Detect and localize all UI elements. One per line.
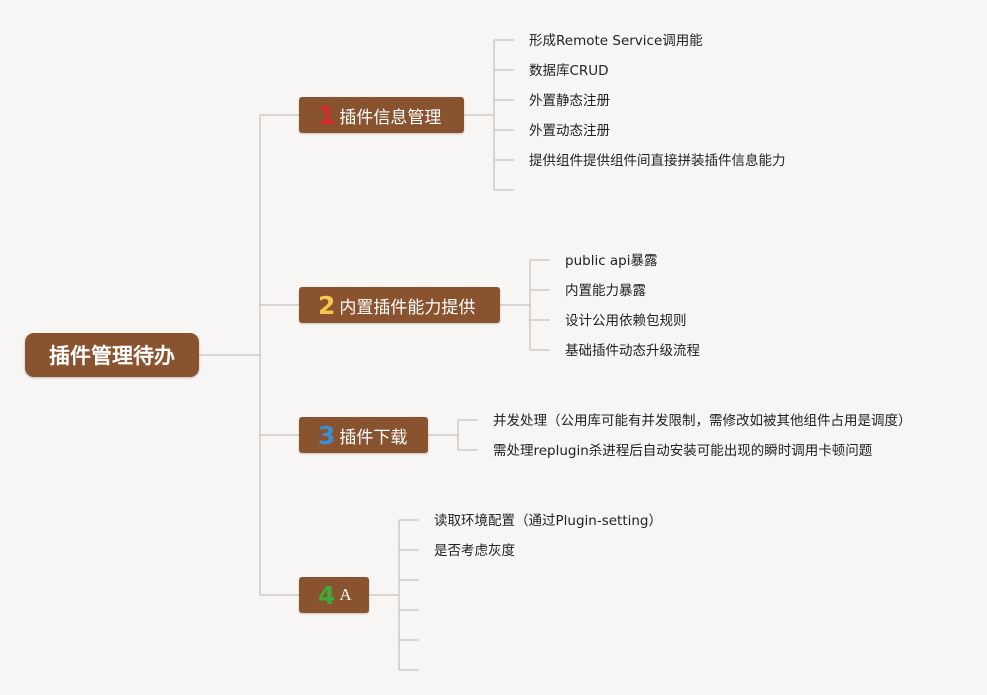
leaf-1-4[interactable]: 外置动态注册	[529, 123, 610, 139]
branch-label-4: A	[339, 585, 352, 604]
branch-number-2: 2	[318, 290, 336, 320]
branch-node-1[interactable]: 1 插件信息管理	[299, 97, 464, 133]
leaf-3-1[interactable]: 并发处理（公用库可能有并发限制，需修改如被其他组件占用是调度）	[493, 413, 912, 429]
leaf-1-3[interactable]: 外置静态注册	[529, 93, 610, 109]
leaf-1-5[interactable]: 提供组件提供组件间直接拼装插件信息能力	[529, 153, 786, 169]
leaf-3-2[interactable]: 需处理replugin杀进程后自动安装可能出现的瞬时调用卡顿问题	[493, 443, 873, 459]
leaf-2-1[interactable]: public api暴露	[565, 253, 658, 269]
branch-label-2: 内置插件能力提供	[339, 297, 476, 318]
branch-number-3: 3	[318, 420, 336, 450]
leaf-2-3[interactable]: 设计公用依赖包规则	[565, 313, 687, 329]
leaf-2-4[interactable]: 基础插件动态升级流程	[565, 343, 700, 359]
branch-label-1: 插件信息管理	[339, 107, 442, 128]
root-node-label: 插件管理待办	[49, 344, 175, 368]
branch-node-2[interactable]: 2 内置插件能力提供	[299, 287, 500, 323]
branch-label-3: 插件下载	[339, 427, 408, 448]
leaf-4-2[interactable]: 是否考虑灰度	[434, 543, 515, 559]
branch-number-4: 4	[318, 580, 336, 610]
leaf-1-1[interactable]: 形成Remote Service调用能	[529, 33, 703, 49]
leaf-1-2[interactable]: 数据库CRUD	[529, 63, 609, 79]
leaf-2-2[interactable]: 内置能力暴露	[565, 283, 646, 299]
branch-number-1: 1	[318, 100, 336, 130]
branch-node-4[interactable]: 4 A	[299, 577, 369, 613]
branch-node-3[interactable]: 3 插件下载	[299, 417, 428, 453]
root-node[interactable]: 插件管理待办	[25, 333, 199, 377]
leaf-4-1[interactable]: 读取环境配置（通过Plugin-setting）	[434, 513, 662, 529]
